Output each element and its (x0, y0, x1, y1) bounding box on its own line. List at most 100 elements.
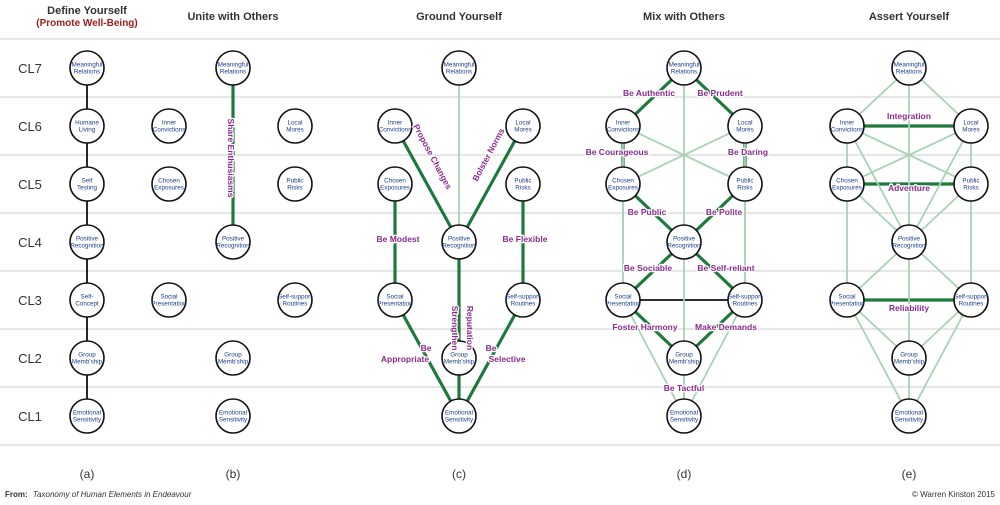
node-circle (829, 282, 865, 318)
node-label: Emotional (73, 410, 101, 417)
node-circle (215, 50, 251, 86)
edge-label: Share Enthusiasms (226, 119, 236, 198)
node-label: Local (737, 120, 752, 127)
node-circle (891, 224, 927, 260)
node-label: Self- (81, 294, 94, 301)
edge-label: Be Modest (377, 234, 420, 244)
node-circle (69, 50, 105, 86)
node-circle (277, 108, 313, 144)
node-label: Group (675, 352, 693, 359)
row-grid (0, 38, 1000, 446)
node-circle (666, 340, 702, 376)
edge-SP-ES (393, 298, 461, 418)
panel-title-a: Define Yourself (47, 5, 127, 17)
node-label: Relations (446, 69, 472, 76)
footer-source-prefix: From: (5, 490, 28, 499)
node-circle (505, 282, 541, 318)
panel-title-c: Ground Yourself (416, 11, 502, 23)
panel-letters: (a)(b)(c)(d)(e) (80, 467, 917, 481)
edge-label: Selective (489, 354, 526, 364)
node-SC: Self-Concept (69, 282, 105, 318)
panel-letter-c: (c) (452, 467, 466, 481)
node-circle (69, 166, 105, 202)
node-label: Routines (511, 301, 536, 308)
edge-SR-ES (908, 299, 972, 417)
node-label: Meaningful (669, 62, 700, 69)
node-label: Sensitivity (670, 417, 699, 424)
edge-label: Appropriate (381, 354, 429, 364)
edge-IC-PRec (393, 124, 461, 244)
edge-label: Foster Harmony (612, 322, 677, 332)
node-label: Mores (962, 127, 980, 134)
node-label: Exposures (380, 185, 410, 192)
node-label: Group (900, 352, 918, 359)
node-label: Emotional (670, 410, 698, 417)
edge-label: Reputation (465, 306, 475, 350)
node-label: Meaningful (72, 62, 103, 69)
node-label: Local (963, 120, 978, 127)
edge-label: Reliability (889, 303, 929, 313)
node-label: Meaningful (444, 62, 475, 69)
node-label: Group (224, 352, 242, 359)
node-label: Risks (287, 185, 302, 192)
row-label: CL6 (18, 119, 42, 134)
node-circle (441, 398, 477, 434)
node-circle (891, 340, 927, 376)
edge-LM-CE (622, 125, 746, 185)
node-label: Mores (286, 127, 304, 134)
node-label: Risks (963, 185, 978, 192)
node-label: Mores (736, 127, 754, 134)
edge-label: Be Self-reliant (697, 263, 754, 273)
node-label: Local (515, 120, 530, 127)
node-label: Routines (959, 301, 984, 308)
edge-label: Be Daring (728, 147, 768, 157)
node-circle (605, 166, 641, 202)
edge-LM-CE (846, 125, 972, 185)
footer-credit: © Warren Kinston 2015 (912, 490, 996, 499)
panel-letter-e: (e) (902, 467, 917, 481)
edge-label: Be Sociable (624, 263, 672, 273)
node-label: Inner (162, 120, 176, 127)
node-label: Memb'ship (894, 359, 925, 366)
node-circle (891, 398, 927, 434)
node-label: Self-support (728, 294, 762, 301)
footer: From: Taxonomy of Human Elements in Ende… (5, 490, 996, 499)
node-circle (829, 108, 865, 144)
node-label: Recognition (216, 243, 250, 250)
node-circle (891, 50, 927, 86)
node-circle (666, 224, 702, 260)
node-label: Meaningful (218, 62, 249, 69)
node-circle (215, 398, 251, 434)
node-label: Presentation (151, 301, 187, 308)
row-label: CL7 (18, 61, 42, 76)
panel-title-d: Mix with Others (643, 11, 725, 23)
node-circle (69, 224, 105, 260)
node-circle (377, 166, 413, 202)
node-label: Routines (283, 301, 308, 308)
node-label: Memb'ship (218, 359, 249, 366)
node-label: Routines (733, 301, 758, 308)
node-label: Chosen (384, 178, 406, 185)
